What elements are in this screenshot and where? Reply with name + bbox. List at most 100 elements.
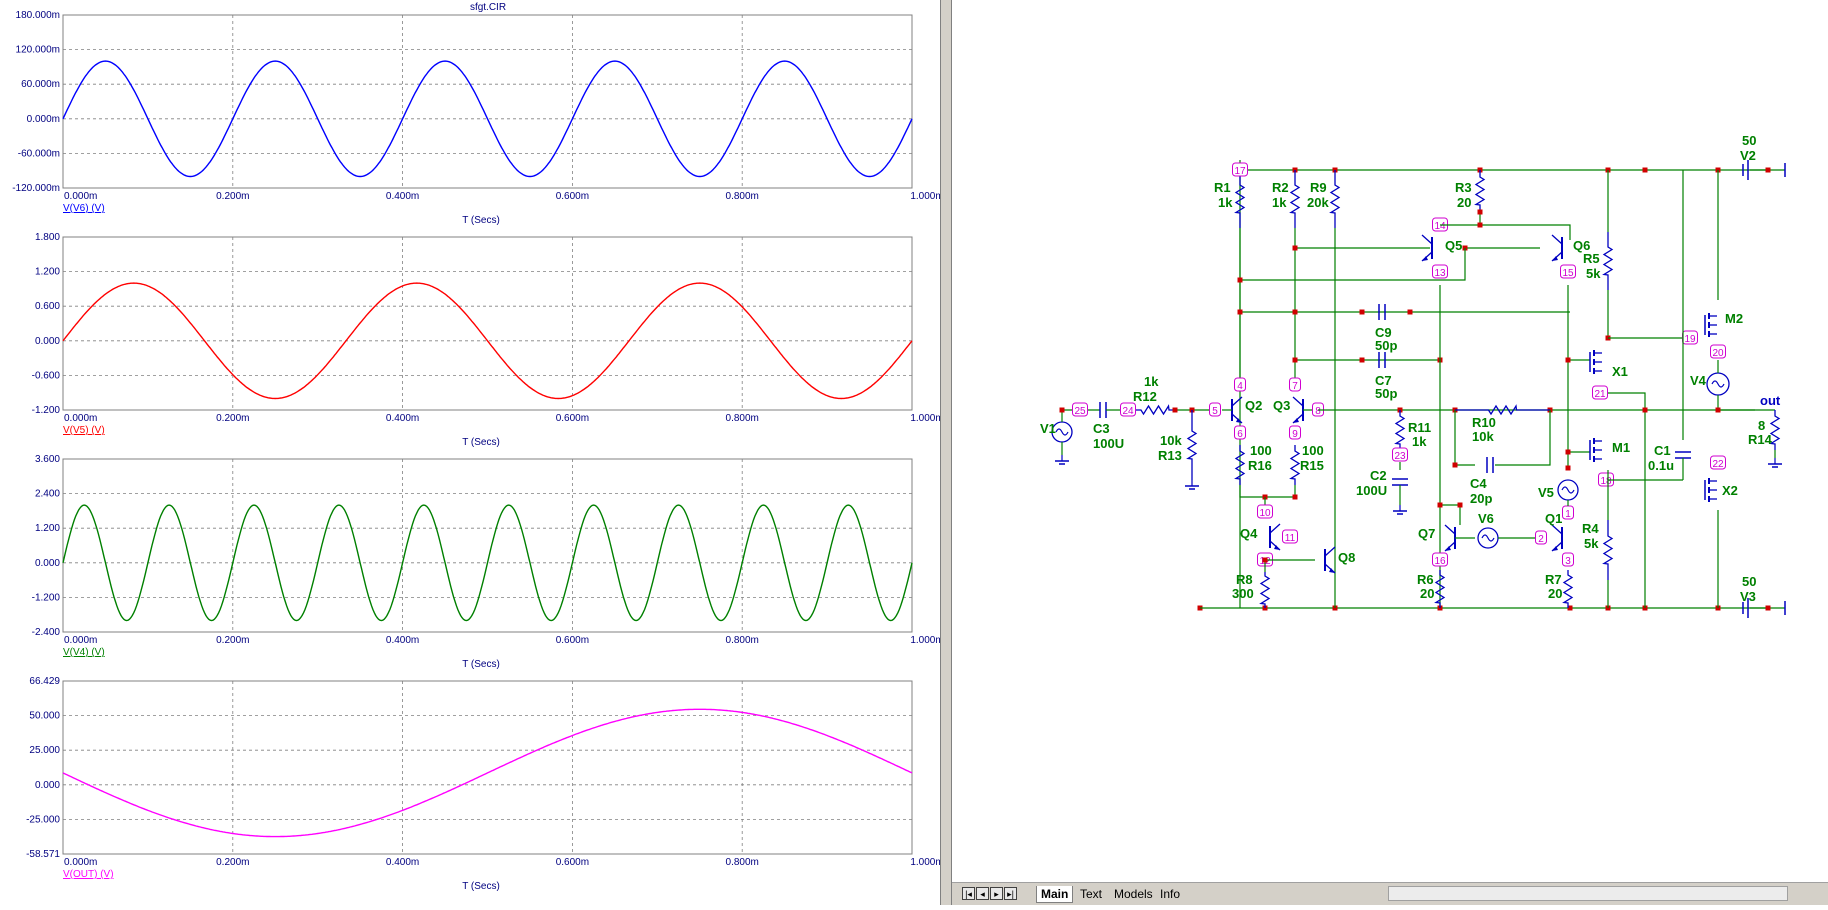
resistor-symbol bbox=[1455, 404, 1550, 416]
transistor-symbol bbox=[1292, 396, 1304, 407]
x-tick-label: 0.200m bbox=[216, 857, 249, 868]
transient-plots: sfgt.CIR180.000m120.000m60.000m0.000m-60… bbox=[12, 2, 944, 892]
node-number bbox=[1432, 552, 1448, 567]
wire bbox=[1239, 485, 1295, 498]
transistor-arrow-icon bbox=[1329, 568, 1335, 573]
sine-wave-icon bbox=[1711, 380, 1725, 388]
component-label: 20k bbox=[1307, 195, 1329, 210]
node-number bbox=[1710, 455, 1726, 470]
resistor-symbol bbox=[1474, 170, 1486, 212]
component-label: R14 bbox=[1748, 432, 1773, 447]
component-label: C3 bbox=[1093, 421, 1110, 436]
window-splitter[interactable] bbox=[940, 0, 952, 905]
component-label: 50p bbox=[1375, 338, 1397, 353]
component-label: Q7 bbox=[1418, 526, 1435, 541]
component-label: 1k bbox=[1412, 434, 1427, 449]
component-label: R1 bbox=[1214, 180, 1231, 195]
tab-models[interactable]: Models bbox=[1114, 887, 1153, 901]
plot-panel: 66.42950.00025.0000.000-25.000-58.5710.0… bbox=[26, 676, 944, 892]
plot-frame bbox=[62, 458, 913, 633]
prev-page-button[interactable]: ◂ bbox=[976, 887, 989, 900]
tab-text[interactable]: Text bbox=[1080, 887, 1103, 901]
y-tick-label: 0.000 bbox=[35, 336, 60, 347]
component-label: 100 bbox=[1302, 443, 1324, 458]
node-number-text: 8 bbox=[1315, 406, 1321, 417]
x-tick-label: 0.800m bbox=[726, 635, 759, 646]
resistor-symbol bbox=[1289, 170, 1301, 228]
plot-frame bbox=[62, 680, 913, 855]
tab-bar: |◂ ◂ ▸ ▸| Main Text Models Info bbox=[952, 882, 1828, 905]
junction-dot bbox=[1477, 209, 1483, 215]
junction-dot bbox=[1292, 245, 1298, 251]
plot-frame bbox=[62, 14, 913, 189]
component-label: Q6 bbox=[1573, 238, 1590, 253]
component-label: 10k bbox=[1160, 433, 1182, 448]
component-label: 20 bbox=[1548, 586, 1562, 601]
node-number-text: 23 bbox=[1394, 451, 1406, 462]
node-number-text: 13 bbox=[1434, 268, 1446, 279]
resistor-symbol bbox=[1135, 404, 1175, 416]
node-number-text: 25 bbox=[1074, 406, 1086, 417]
first-page-button[interactable]: |◂ bbox=[962, 887, 975, 900]
component-label: R11 bbox=[1408, 420, 1431, 435]
y-tick-label: -1.200 bbox=[32, 592, 61, 603]
waveform-trace bbox=[62, 708, 913, 838]
y-tick-label: 0.000 bbox=[35, 780, 60, 791]
component-label: C1 bbox=[1654, 443, 1671, 458]
component-label: R10 bbox=[1472, 415, 1496, 430]
last-page-button[interactable]: ▸| bbox=[1004, 887, 1017, 900]
transistor-symbol bbox=[1551, 524, 1563, 535]
junction-dot bbox=[1059, 407, 1065, 413]
component-label: C2 bbox=[1370, 468, 1387, 483]
component-label: Q1 bbox=[1545, 511, 1562, 526]
resistor-symbol bbox=[1602, 520, 1614, 580]
wire bbox=[1495, 410, 1551, 466]
junction-dot bbox=[1292, 494, 1298, 500]
component-label: C7 bbox=[1375, 373, 1392, 388]
y-tick-label: -0.600 bbox=[32, 370, 61, 381]
node-number-text: 14 bbox=[1434, 221, 1446, 232]
component-label: M1 bbox=[1612, 440, 1630, 455]
node-number bbox=[1257, 504, 1273, 519]
transistor-arrow-icon bbox=[1236, 418, 1242, 423]
junction-dot bbox=[1262, 557, 1268, 563]
transistor-arrow-icon bbox=[1274, 545, 1280, 550]
horizontal-scrollbar[interactable] bbox=[1388, 886, 1788, 901]
node-number bbox=[1232, 162, 1248, 177]
component-label: X2 bbox=[1722, 483, 1738, 498]
resistor-symbol bbox=[1769, 410, 1781, 450]
node-number bbox=[1289, 377, 1301, 392]
component-label: 5k bbox=[1584, 536, 1599, 551]
transistor-symbol bbox=[1444, 524, 1456, 535]
component-label: C9 bbox=[1375, 325, 1392, 340]
transistor-arrow-icon bbox=[1445, 546, 1451, 551]
x-tick-label: 0.400m bbox=[386, 413, 419, 424]
component-label: Q8 bbox=[1338, 550, 1355, 565]
waveform-trace bbox=[62, 504, 913, 622]
y-tick-label: -2.400 bbox=[32, 627, 61, 638]
component-label: 300 bbox=[1232, 586, 1254, 601]
resistor-symbol bbox=[1602, 232, 1614, 290]
component-label: 0.1u bbox=[1648, 458, 1674, 473]
transistor-symbol bbox=[1231, 396, 1243, 407]
y-tick-label: 1.800 bbox=[35, 232, 60, 243]
transistor-symbol bbox=[1269, 523, 1281, 534]
tab-main[interactable]: Main bbox=[1036, 886, 1074, 903]
tab-info[interactable]: Info bbox=[1160, 887, 1181, 901]
component-label: R16 bbox=[1248, 458, 1272, 473]
junction-dot bbox=[1642, 407, 1648, 413]
junction-dot bbox=[1292, 309, 1298, 315]
component-label: Q4 bbox=[1240, 526, 1258, 541]
node-number-text: 1 bbox=[1565, 509, 1571, 520]
node-number bbox=[1234, 425, 1246, 440]
x-tick-label: 0.400m bbox=[386, 635, 419, 646]
component-label: R5 bbox=[1583, 251, 1600, 266]
node-number-text: 9 bbox=[1292, 429, 1298, 440]
next-page-button[interactable]: ▸ bbox=[990, 887, 1003, 900]
node-number-text: 19 bbox=[1684, 334, 1696, 345]
trace-label: V(V6) (V) bbox=[63, 203, 105, 214]
component-label: R12 bbox=[1133, 389, 1157, 404]
y-tick-label: 1.200 bbox=[35, 523, 60, 534]
component-label: 20 bbox=[1457, 195, 1471, 210]
